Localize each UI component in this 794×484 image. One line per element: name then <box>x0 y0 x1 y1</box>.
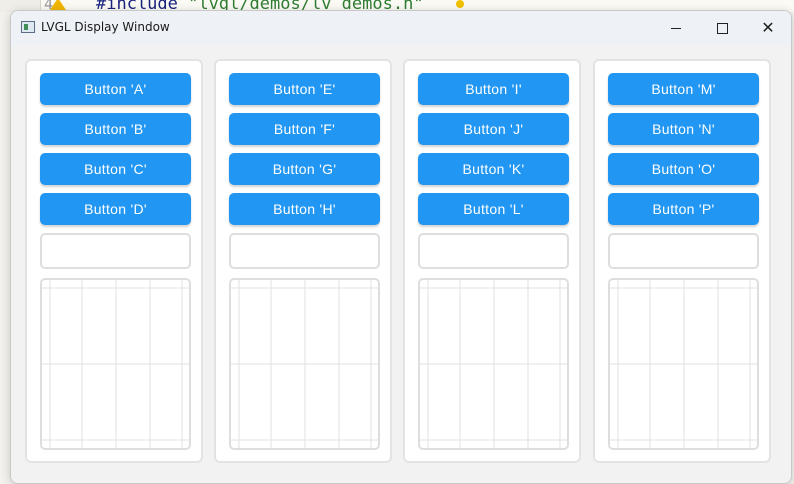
button-m[interactable]: Button 'M' <box>608 73 759 105</box>
lightbulb-icon[interactable] <box>456 0 464 8</box>
line-number: 4 <box>44 0 54 12</box>
panel-column-2: Button 'E' Button 'F' Button 'G' Button … <box>214 59 392 463</box>
button-b[interactable]: Button 'B' <box>40 113 191 145</box>
warning-icon <box>50 0 66 10</box>
button-h[interactable]: Button 'H' <box>229 193 380 225</box>
panel-column-3: Button 'I' Button 'J' Button 'K' Button … <box>403 59 581 463</box>
button-n[interactable]: Button 'N' <box>608 113 759 145</box>
text-input-2[interactable] <box>229 233 380 269</box>
window-title: LVGL Display Window <box>41 20 170 34</box>
button-a[interactable]: Button 'A' <box>40 73 191 105</box>
code-keyword: #include <box>96 0 178 12</box>
button-k[interactable]: Button 'K' <box>418 153 569 185</box>
button-c[interactable]: Button 'C' <box>40 153 191 185</box>
button-g[interactable]: Button 'G' <box>229 153 380 185</box>
editor-gutter <box>0 0 41 12</box>
button-l[interactable]: Button 'L' <box>418 193 569 225</box>
button-e[interactable]: Button 'E' <box>229 73 380 105</box>
grid-area-3[interactable] <box>418 278 569 450</box>
background-code-editor: 4 #include "lvgl/demos/lv_demos.h" <box>0 0 794 12</box>
maximize-button[interactable] <box>699 11 745 45</box>
app-window-icon <box>21 21 35 33</box>
text-input-4[interactable] <box>608 233 759 269</box>
grid-lines <box>231 280 378 448</box>
lvgl-display-window: LVGL Display Window ✕ Button 'A' Button … <box>10 10 792 484</box>
code-string: "lvgl/demos/lv_demos.h" <box>188 0 424 12</box>
maximize-icon <box>716 22 728 34</box>
grid-lines <box>420 280 567 448</box>
panel-column-4: Button 'M' Button 'N' Button 'O' Button … <box>593 59 771 463</box>
button-i[interactable]: Button 'I' <box>418 73 569 105</box>
grid-area-2[interactable] <box>229 278 380 450</box>
close-icon: ✕ <box>761 18 775 37</box>
grid-area-4[interactable] <box>608 278 759 450</box>
button-p[interactable]: Button 'P' <box>608 193 759 225</box>
text-input-1[interactable] <box>40 233 191 269</box>
button-j[interactable]: Button 'J' <box>418 113 569 145</box>
close-button[interactable]: ✕ <box>745 11 791 45</box>
text-input-3[interactable] <box>418 233 569 269</box>
display-content: Button 'A' Button 'B' Button 'C' Button … <box>11 45 791 483</box>
button-o[interactable]: Button 'O' <box>608 153 759 185</box>
button-f[interactable]: Button 'F' <box>229 113 380 145</box>
grid-lines <box>610 280 757 448</box>
panel-column-1: Button 'A' Button 'B' Button 'C' Button … <box>25 59 203 463</box>
title-bar[interactable]: LVGL Display Window ✕ <box>11 11 791 45</box>
grid-lines <box>42 280 189 448</box>
button-d[interactable]: Button 'D' <box>40 193 191 225</box>
grid-area-1[interactable] <box>40 278 191 450</box>
code-line[interactable]: #include "lvgl/demos/lv_demos.h" <box>96 0 424 12</box>
minimize-button[interactable] <box>653 11 699 45</box>
minimize-icon <box>671 27 681 29</box>
